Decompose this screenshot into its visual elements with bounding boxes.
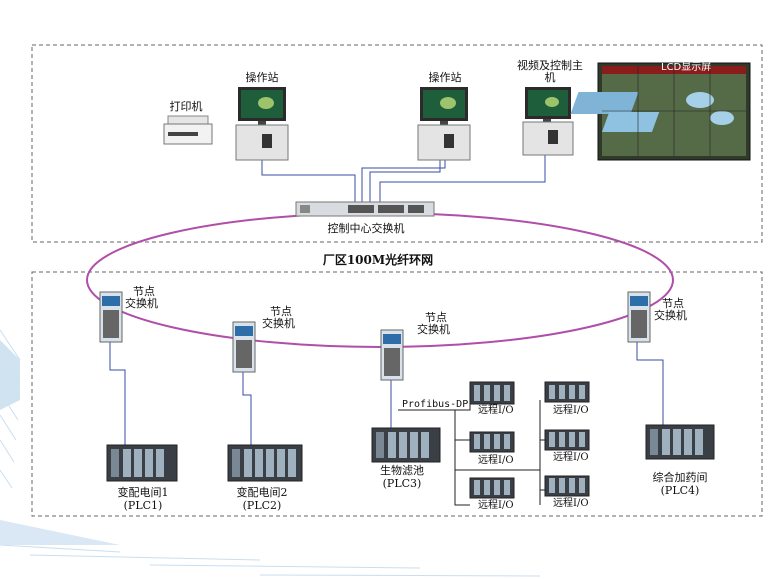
node-3-label-line1: 节点 <box>425 311 447 324</box>
operator-station-1 <box>235 87 289 161</box>
plc1-code: (PLC1) <box>123 499 163 512</box>
plc2-name: 变配电间2 <box>236 486 288 499</box>
core-switch-label: 控制中心交换机 <box>327 222 405 235</box>
remote-io-rack <box>469 381 590 499</box>
node-1-label-line2: 交换机 <box>125 297 158 310</box>
plc4-name: 综合加药间 <box>652 471 708 484</box>
field-links <box>109 342 664 445</box>
node-2-label-line2: 交换机 <box>262 317 295 330</box>
remote-io-label: 远程I/O <box>478 455 514 466</box>
plc-rack-1 <box>106 444 178 482</box>
remote-io-label: 远程I/O <box>553 498 589 509</box>
ring-label: 厂区100M光纤环网 <box>322 253 434 267</box>
node-4-label-line1: 节点 <box>662 297 684 310</box>
remote-io-modules <box>474 385 585 495</box>
background-decoration <box>0 329 541 577</box>
station-1-label: 操作站 <box>245 71 279 84</box>
field-boundary <box>31 271 763 517</box>
node-3-label-line2: 交换机 <box>417 323 450 336</box>
remote-io-label: 远程I/O <box>478 405 514 416</box>
remote-io-label: 远程I/O <box>553 452 589 463</box>
plc-rack-3 <box>371 427 441 463</box>
plc3-code: (PLC3) <box>382 477 422 490</box>
control-links <box>261 155 546 205</box>
control-center-boundary <box>31 44 763 243</box>
remote-io-label: 远程I/O <box>553 405 589 416</box>
node-switch-4 <box>627 291 651 343</box>
plc3-name: 生物滤池 <box>380 464 424 477</box>
video-host-label-line2: 机 <box>544 71 556 84</box>
node-switch-3 <box>380 329 404 381</box>
core-switch <box>295 201 435 217</box>
node-1-label-line1: 节点 <box>133 285 155 298</box>
profibus-links <box>398 400 545 506</box>
plc-rack-4 <box>645 424 715 460</box>
node-switch-1 <box>99 291 123 343</box>
background-band <box>0 520 120 545</box>
station-2-label: 操作站 <box>428 71 462 84</box>
operator-station-2 <box>417 87 471 161</box>
printer-label: 打印机 <box>169 100 203 113</box>
remote-io-label: 远程I/O <box>478 500 514 511</box>
video-host-label-line1: 视频及控制主 <box>517 59 583 72</box>
plc1-name: 变配电间1 <box>117 486 169 499</box>
background-wedge <box>0 340 20 410</box>
node-4-label-line2: 交换机 <box>654 309 687 322</box>
lcd-display <box>570 62 751 161</box>
video-control-host <box>522 87 574 156</box>
plc4-code: (PLC4) <box>660 484 700 497</box>
plc2-code: (PLC2) <box>242 499 282 512</box>
profibus-label: Profibus-DP <box>402 399 469 410</box>
lcd-label: LCD显示屏 <box>661 62 712 73</box>
plc-rack-2 <box>227 444 303 482</box>
printer <box>163 115 213 145</box>
node-2-label-line1: 节点 <box>270 305 292 318</box>
node-switch-2 <box>232 321 256 373</box>
